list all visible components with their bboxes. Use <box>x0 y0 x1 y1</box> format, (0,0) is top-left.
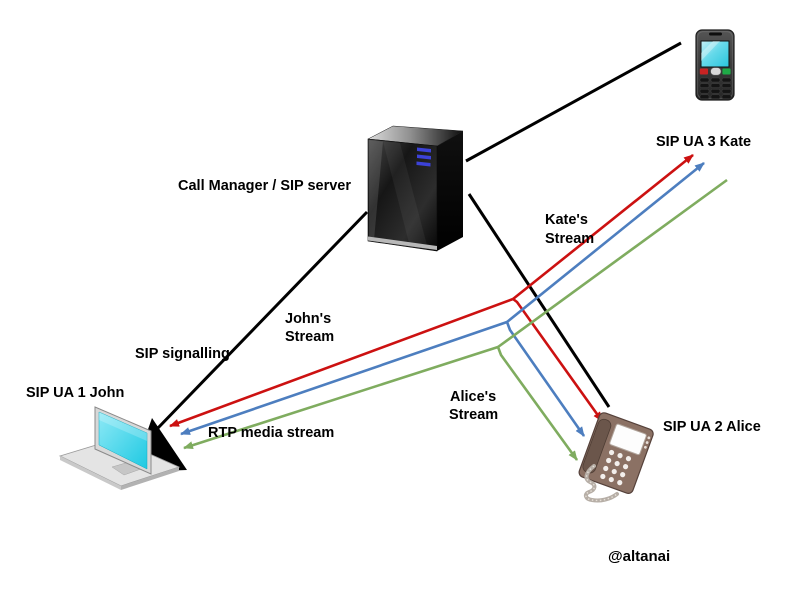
server-gloss-highlight <box>369 140 383 240</box>
desk-phone-keypad <box>600 449 632 486</box>
server-front-face <box>367 138 438 252</box>
desk-phone-side-buttons <box>644 436 651 449</box>
johns-stream-label-line2: Stream <box>285 329 334 345</box>
rtp-stream-blue-to-kate <box>506 161 705 324</box>
kate-label: SIP UA 3 Kate <box>656 134 751 150</box>
alice-label: SIP UA 2 Alice <box>663 419 761 435</box>
rtp-stream-green-to-kate <box>497 178 728 349</box>
laptop-base-edge-left <box>60 456 121 490</box>
rtp-stream-blue-to-john <box>180 320 508 436</box>
watermark-text: @altanai <box>608 548 670 565</box>
laptop-screen-glare <box>99 412 147 441</box>
desk-phone-cord <box>583 464 619 503</box>
server-gloss-streak <box>383 141 428 249</box>
laptop-screen <box>98 411 148 470</box>
mobile-nav-button <box>710 67 722 76</box>
rtp-stream-red-to-john <box>169 297 514 428</box>
alices-stream-label-line2: Stream <box>449 407 498 423</box>
alices-stream-label-line1: Alice's <box>450 389 496 405</box>
kates-stream-label-line1: Kate's <box>545 212 588 228</box>
rtp-stream-red-to-kate <box>512 153 694 301</box>
server-led-1 <box>417 147 431 153</box>
mobile-screen <box>700 40 730 68</box>
desk-phone-screen <box>609 423 647 456</box>
rtp-stream-blue-to-alice <box>505 321 586 437</box>
sip-signalling-line-server-alice <box>467 193 611 408</box>
server-led-2 <box>417 154 431 160</box>
rtp-stream-green-to-alice <box>496 346 579 461</box>
laptop-base-edge-right <box>121 467 179 490</box>
kates-stream-label-line2: Stream <box>545 231 594 247</box>
mobile-phone-icon <box>695 29 735 101</box>
sip-signalling-line-john-server <box>155 210 369 431</box>
sip-signalling-line-server-kate <box>465 41 682 163</box>
rtp-media-stream-label: RTP media stream <box>208 425 334 441</box>
rtp-stream-red-to-alice <box>512 297 604 422</box>
mobile-speaker-slot <box>709 32 722 36</box>
server-label: Call Manager / SIP server <box>178 178 351 194</box>
mobile-call-end-button <box>699 68 708 75</box>
mobile-call-button <box>722 68 731 75</box>
laptop-icon <box>58 406 187 490</box>
server-base-strip <box>368 236 437 250</box>
sip-signalling-label: SIP signalling <box>135 346 230 362</box>
mobile-keypad <box>699 77 732 100</box>
mobile-screen-glare <box>701 41 720 61</box>
server-icon <box>367 125 464 252</box>
desk-phone-icon <box>578 412 654 503</box>
server-led-3 <box>416 161 431 167</box>
desk-phone-body-group <box>578 412 654 494</box>
rtp-stream-green-to-john <box>183 345 499 450</box>
server-side-face <box>437 131 463 251</box>
johns-stream-label-line1: John's <box>285 311 331 327</box>
john-label: SIP UA 1 John <box>26 385 124 401</box>
